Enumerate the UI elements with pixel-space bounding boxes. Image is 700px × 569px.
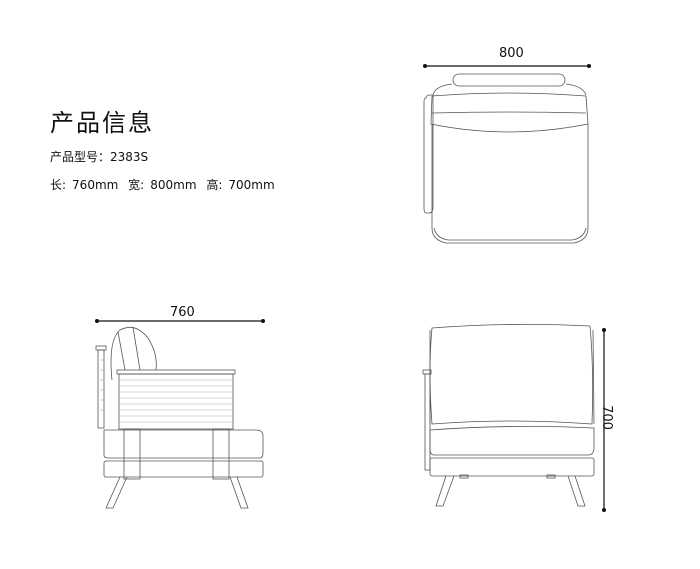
side-rear-leg xyxy=(229,476,249,509)
page-title: 产品信息 xyxy=(50,109,154,137)
top-view xyxy=(423,64,591,244)
length-value: 760mm xyxy=(72,178,119,192)
side-rear-leg-strap xyxy=(212,428,230,480)
model-number: 产品型号：2383S xyxy=(50,148,148,165)
side-seat-cushion xyxy=(103,429,264,459)
height-label: 高: xyxy=(206,178,223,192)
side-arm-top xyxy=(116,369,236,375)
front-view-height-label: 700 xyxy=(598,405,614,430)
width-label: 宽: xyxy=(128,178,145,192)
front-view xyxy=(422,324,606,512)
top-view-width-label: 800 xyxy=(499,46,524,61)
length-label: 长: xyxy=(50,178,67,192)
height-value: 700mm xyxy=(228,178,275,192)
side-front-leg xyxy=(105,476,128,509)
side-view-length-label: 760 xyxy=(170,305,195,320)
front-left-leg xyxy=(435,475,455,507)
dimension-summary: 长: 760mm 宽: 800mm 高: 700mm xyxy=(50,176,281,193)
side-base-frame xyxy=(103,460,264,478)
front-seat-cushion xyxy=(429,426,595,456)
side-front-leg-strap xyxy=(123,428,141,480)
front-back-cushion xyxy=(429,324,594,425)
front-base-frame xyxy=(429,457,595,477)
front-right-leg xyxy=(567,475,586,507)
model-value: 2383S xyxy=(110,150,149,164)
front-armrest-post xyxy=(424,373,431,471)
width-value: 800mm xyxy=(150,178,197,192)
model-label: 产品型号： xyxy=(50,150,111,164)
side-back-cushion xyxy=(110,326,157,381)
side-view xyxy=(95,319,265,509)
side-arm-slats xyxy=(118,373,234,430)
top-back-cushion xyxy=(452,73,566,87)
top-armrest xyxy=(423,94,434,214)
side-rear-post xyxy=(97,349,105,429)
